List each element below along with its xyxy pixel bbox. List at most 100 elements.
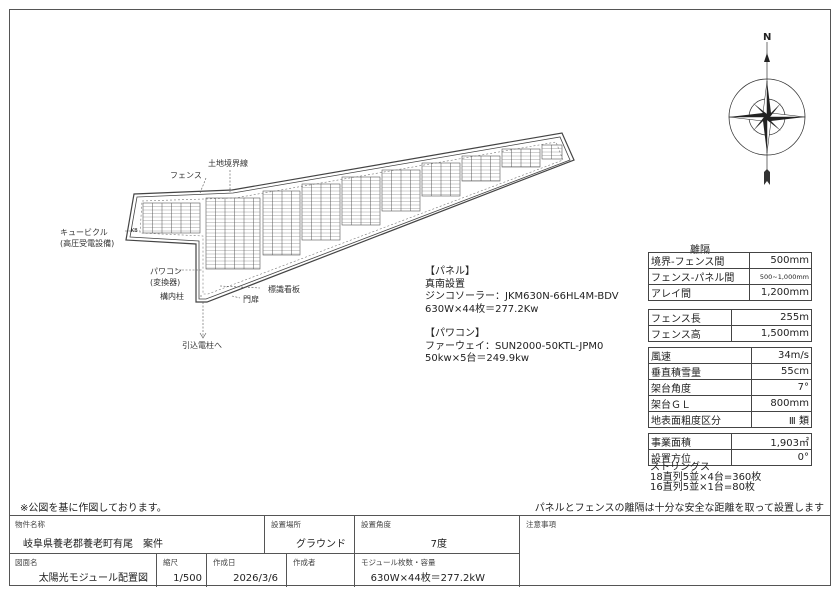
- row-label: 事業面積: [648, 433, 732, 450]
- cell-drawing-name: 図面名 太陽光モジュール配置図: [9, 554, 157, 587]
- row-label: フェンス高: [648, 325, 732, 342]
- row-label: 風速: [647, 347, 753, 364]
- cell-value: 1/500: [173, 573, 202, 584]
- arrow-icon: [199, 332, 207, 339]
- strings-line: 18直列5並×4台=360枚: [650, 472, 762, 483]
- strings-title: ストリングス: [650, 462, 710, 473]
- row-label: 垂直積雪量: [647, 363, 753, 380]
- label-cubicle-sub: (高圧受電設備): [60, 239, 115, 248]
- row-value: 1,200mm: [749, 284, 812, 301]
- row-label: 架台ＧＬ: [647, 395, 753, 412]
- row-label: 地表面粗度区分: [647, 411, 753, 428]
- north-label: N: [763, 32, 772, 43]
- label-pole: 構内柱: [160, 292, 184, 301]
- panel-arrays: [142, 144, 563, 270]
- note-right: パネルとフェンスの離隔は十分な安全な距離を取って設置します: [534, 503, 824, 514]
- cell-label: モジュール枚数・容量: [361, 558, 436, 567]
- label-kb: KB: [131, 228, 138, 234]
- row-value: 1,500mm: [730, 325, 813, 342]
- cell-label: 図面名: [15, 558, 38, 567]
- row-value: 1,903㎡: [730, 433, 813, 450]
- cell-label: 物件名称: [15, 520, 45, 529]
- label-gate: 門扉: [243, 295, 259, 304]
- drawing-frame: [9, 9, 831, 586]
- orientation: 真南設置: [425, 278, 465, 290]
- cell-value: グラウンド: [296, 539, 346, 550]
- cell-value: 太陽光モジュール配置図: [38, 573, 148, 584]
- cell-property-name: 物件名称 岐阜県養老郡養老町有尾 案件: [9, 516, 265, 554]
- label-to-pole: 引込電柱へ: [182, 341, 222, 350]
- row-value: 0°: [730, 449, 813, 466]
- cell-value: 7度: [430, 539, 447, 550]
- row-label: フェンス長: [648, 309, 732, 326]
- row-value: 34m/s: [751, 347, 812, 364]
- label-pcs: パワコン: [150, 267, 182, 276]
- row-value: 255m: [730, 309, 813, 326]
- cell-label: 縮尺: [163, 558, 178, 567]
- cell-value: 2026/3/6: [233, 573, 278, 584]
- row-label: 設置方位: [648, 449, 732, 466]
- cell-value: 岐阜県養老郡養老町有尾 案件: [23, 539, 163, 550]
- label-fence: フェンス: [170, 171, 202, 180]
- row-label: フェンス-パネル間: [647, 268, 751, 285]
- panel-array: [205, 197, 261, 270]
- panel-array: [262, 190, 301, 256]
- cell-date: 作成日 2026/3/6: [207, 554, 287, 587]
- panel-info: 【パネル】 真南設置 ジンコソーラー：JKM630N-66HL4M-BDV 63…: [425, 266, 619, 366]
- label-pcs-sub: (変換器): [150, 278, 181, 287]
- row-label: 境界-フェンス間: [647, 252, 751, 269]
- panel-offset-line: [139, 141, 564, 295]
- label-land-boundary: 土地境界線: [208, 159, 248, 168]
- pcs-model: ファーウェイ：SUN2000-50KTL-JPM0: [425, 340, 604, 352]
- cell-value: 630W×44枚＝277.2kW: [370, 573, 485, 584]
- cell-label: 注意事項: [526, 520, 556, 529]
- row-value: 500~1,000mm: [749, 268, 812, 285]
- strings-info: ストリングス 18直列5並×4台=360枚 16直列5並×1台=80枚: [650, 463, 761, 493]
- note-left: ※公図を基に作図しております。: [20, 503, 167, 514]
- panel-model: ジンコソーラー：JKM630N-66HL4M-BDV: [425, 291, 619, 302]
- cell-label: 設置角度: [361, 520, 391, 529]
- pcs-header: 【パワコン】: [425, 328, 485, 339]
- cell-angle: 設置角度 7度: [355, 516, 520, 554]
- cell-remarks: 注意事項: [520, 516, 831, 587]
- cell-location: 設置場所 グラウンド: [265, 516, 355, 554]
- cell-label: 作成者: [293, 558, 316, 567]
- cell-label: 作成日: [213, 558, 236, 567]
- row-value: 55cm: [751, 363, 812, 380]
- cell-author: 作成者: [287, 554, 355, 587]
- cell-scale: 縮尺 1/500: [157, 554, 207, 587]
- row-value: 500mm: [749, 252, 812, 269]
- label-cubicle: キュービクル: [60, 228, 108, 237]
- cell-modules: モジュール枚数・容量 630W×44枚＝277.2kW: [355, 554, 520, 587]
- land-boundary: [125, 132, 575, 303]
- title-block: 物件名称 岐阜県養老郡養老町有尾 案件 設置場所 グラウンド 設置角度 7度 注…: [9, 515, 831, 587]
- strings-line: 16直列5並×1台=80枚: [650, 482, 755, 493]
- pcs-capacity: 50kw×5台＝249.9kw: [425, 353, 530, 364]
- label-sign: 標識看板: [268, 285, 300, 294]
- panel-capacity: 630W×44枚＝277.2Kw: [425, 303, 539, 315]
- row-label: 架台角度: [647, 379, 753, 396]
- row-value: 800mm: [751, 395, 812, 412]
- cell-label: 設置場所: [271, 520, 301, 529]
- row-value: 7°: [751, 379, 812, 396]
- spacing-title: 離隔: [690, 245, 710, 256]
- compass: [728, 42, 806, 185]
- fence-line: [129, 136, 571, 300]
